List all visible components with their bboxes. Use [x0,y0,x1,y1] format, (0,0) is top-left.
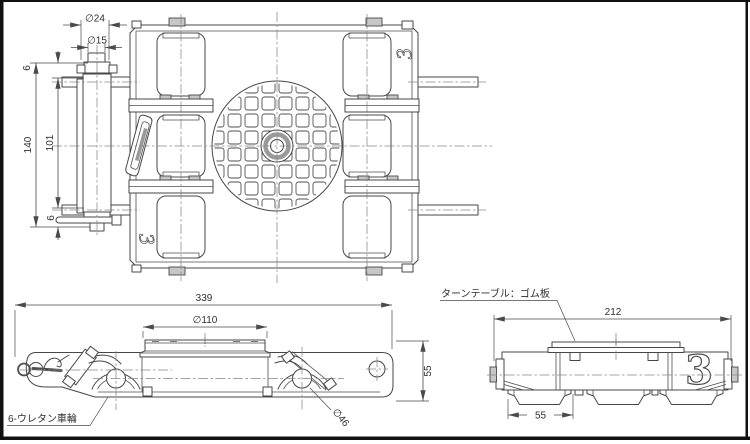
axle-clamps [128,94,420,194]
end-view: 3 212 55 ターンテーブル：ゴム板 [440,287,744,422]
end-view-dimensions: 212 55 ターンテーブル：ゴム板 [440,287,732,422]
side-view: 339 ∅110 55 ∅46 6-ウレタン車輪 [7,293,434,429]
dim-inner-height: 101 [45,134,56,151]
dim-wheel-width: 55 [535,411,547,422]
wheels-end-view [507,389,724,405]
cast-marking-end: 3 [685,347,713,394]
dim-offset-top: 6 [22,65,33,71]
top-view-dimensions: ∅24 ∅15 140 101 6 6 [22,14,127,240]
spring-right [274,354,308,370]
top-view-centerlines [52,12,492,283]
cast-marking-bottom-left: 3 [134,232,157,247]
dim-overall-height: 140 [23,136,34,153]
r-pin-ring [17,362,31,377]
dim-roller-pin-dia: ∅15 [87,36,107,47]
turntable-plate-side [139,337,271,358]
side-view-dimensions: 339 ∅110 55 ∅46 6-ウレタン車輪 [7,293,434,429]
dim-side-height: 55 [423,365,434,377]
dim-turntable-dia: ∅110 [193,315,218,326]
label-turntable-rubber: ターンテーブル：ゴム板 [441,287,550,300]
end-view-geometry: 3 [489,338,739,405]
dim-overall-width: 212 [605,307,622,318]
side-view-geometry [17,337,394,398]
cast-marking-top-right: 3 [393,46,416,61]
label-urethane-wheels: 6-ウレタン車輪 [8,412,77,425]
dim-overall-length: 339 [196,293,213,304]
end-view-centerlines [487,333,744,376]
top-view: 3 3 ∅24 ∅15 [22,12,492,283]
side-view-centerlines [18,333,388,412]
dim-roller-flange-dia: ∅24 [85,14,105,25]
top-view-geometry: 3 3 [55,17,479,276]
side-handle [125,114,153,177]
dim-offset-bottom: 6 [46,215,57,221]
